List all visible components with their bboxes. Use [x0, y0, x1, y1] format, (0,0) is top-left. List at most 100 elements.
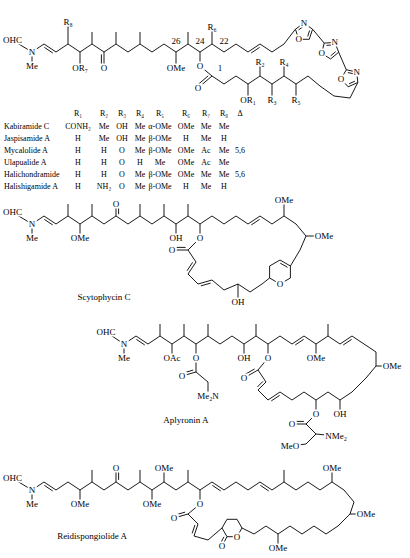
- table-cell: Me: [98, 135, 111, 143]
- table-cell: OMe: [177, 159, 195, 167]
- atom-label: OMe: [314, 232, 335, 241]
- double-bond: [192, 525, 195, 533]
- table-cell: H: [74, 135, 82, 143]
- table-cell: OMe: [177, 147, 195, 155]
- atom-label: N: [28, 486, 37, 495]
- bond: [164, 204, 165, 216]
- atom-label: Me₂N: [196, 392, 220, 401]
- table-cell: β-OMe: [147, 171, 172, 179]
- table-cell: R₂: [99, 110, 109, 118]
- table-cell: Me: [218, 147, 231, 155]
- table-cell: H: [100, 147, 108, 155]
- bond: [12, 478, 354, 534]
- table-cell: Me: [154, 159, 167, 167]
- atom-label: OH: [237, 354, 252, 363]
- atom-label: O: [196, 234, 205, 243]
- atom-label: Me: [25, 62, 39, 71]
- bond: [188, 224, 270, 292]
- bond: [256, 324, 257, 336]
- double-bond: [331, 52, 336, 56]
- table-cell: R₈: [219, 110, 229, 118]
- table-cell: Me: [200, 123, 213, 131]
- compound-name: Halishigamide A: [3, 183, 59, 191]
- bond: [188, 204, 189, 216]
- atom-label: O: [194, 84, 203, 93]
- table-cell: O: [118, 183, 126, 191]
- atom-label: OR₇: [71, 64, 89, 73]
- atom-label: R₂: [254, 58, 265, 67]
- atom-label: OMe: [306, 354, 327, 363]
- atom-label: R₃: [266, 96, 277, 105]
- bond: [140, 204, 141, 216]
- atom-label: N: [300, 19, 309, 28]
- table-cell: R₅: [155, 110, 165, 118]
- atom-label: O: [218, 542, 227, 551]
- atom-label: OMe: [154, 464, 175, 473]
- double-bond: [343, 339, 351, 345]
- double-bond: [44, 47, 52, 53]
- bond: [328, 324, 329, 336]
- double-bond: [308, 30, 310, 36]
- double-bond: [295, 339, 303, 345]
- table-cell: CONH₂: [64, 123, 91, 131]
- double-bond: [212, 485, 220, 491]
- table-cell: O: [118, 159, 126, 167]
- table-cell: OMe: [177, 123, 195, 131]
- atom-label: N: [352, 68, 361, 77]
- atom-label: OMe: [70, 234, 91, 243]
- atom-label: O: [317, 49, 326, 58]
- table-cell: Me: [200, 135, 213, 143]
- table-cell: α-OMe: [147, 123, 172, 131]
- bond: [188, 470, 189, 482]
- compound-name: Jaspisamide A: [3, 135, 51, 143]
- table-cell: H: [74, 171, 82, 179]
- bond: [184, 324, 185, 336]
- atom-label: OMe: [274, 196, 295, 205]
- atom-label: N: [28, 48, 37, 57]
- atom-label: O: [288, 420, 297, 429]
- double-bond: [187, 262, 193, 270]
- atom-label: OMe: [142, 500, 163, 509]
- compound-name: Ulapualide A: [3, 159, 47, 167]
- double-bond: [251, 47, 259, 53]
- table-cell: R₃: [117, 110, 127, 118]
- table-cell: H: [220, 183, 228, 191]
- table-cell: R₁: [73, 110, 83, 118]
- table-cell: Me: [200, 171, 213, 179]
- table-cell: R₇: [201, 110, 211, 118]
- compound-name: Aplyronin A: [162, 416, 209, 425]
- atom-label: 22: [219, 37, 230, 46]
- atom-label: OHC: [2, 36, 23, 45]
- atom-label: OH: [169, 234, 184, 243]
- atom-label: Me: [25, 500, 39, 509]
- atom-label: OHC: [2, 474, 23, 483]
- atom-label: O: [100, 64, 109, 73]
- double-bond: [280, 263, 287, 267]
- atom-label: N: [331, 38, 340, 47]
- compound-name: Kabiramide C: [3, 123, 50, 131]
- atom-label: O: [168, 246, 177, 255]
- atom-label: NMe₂: [324, 432, 348, 441]
- atom-label: N: [120, 340, 129, 349]
- atom-label: OAc: [163, 354, 182, 363]
- atom-label: 24: [195, 37, 206, 46]
- compound-name: Mycalolide A: [3, 147, 49, 155]
- double-bond: [349, 81, 355, 84]
- atom-label: OHC: [2, 208, 23, 217]
- table-cell: NH₂: [96, 183, 112, 191]
- bond: [12, 29, 295, 52]
- atom-label: OH: [333, 410, 348, 419]
- table-cell: OH: [115, 135, 129, 143]
- atom-label: O: [337, 74, 346, 83]
- table-cell: Me: [134, 171, 147, 179]
- atom-label: O: [240, 374, 249, 383]
- bond: [116, 32, 117, 44]
- table-cell: H: [182, 183, 190, 191]
- table-cell: H: [74, 183, 82, 191]
- atom-label: O: [312, 410, 321, 419]
- bond: [68, 204, 69, 216]
- atom-label: OHC: [95, 328, 116, 337]
- atom-label: MeO: [280, 442, 301, 451]
